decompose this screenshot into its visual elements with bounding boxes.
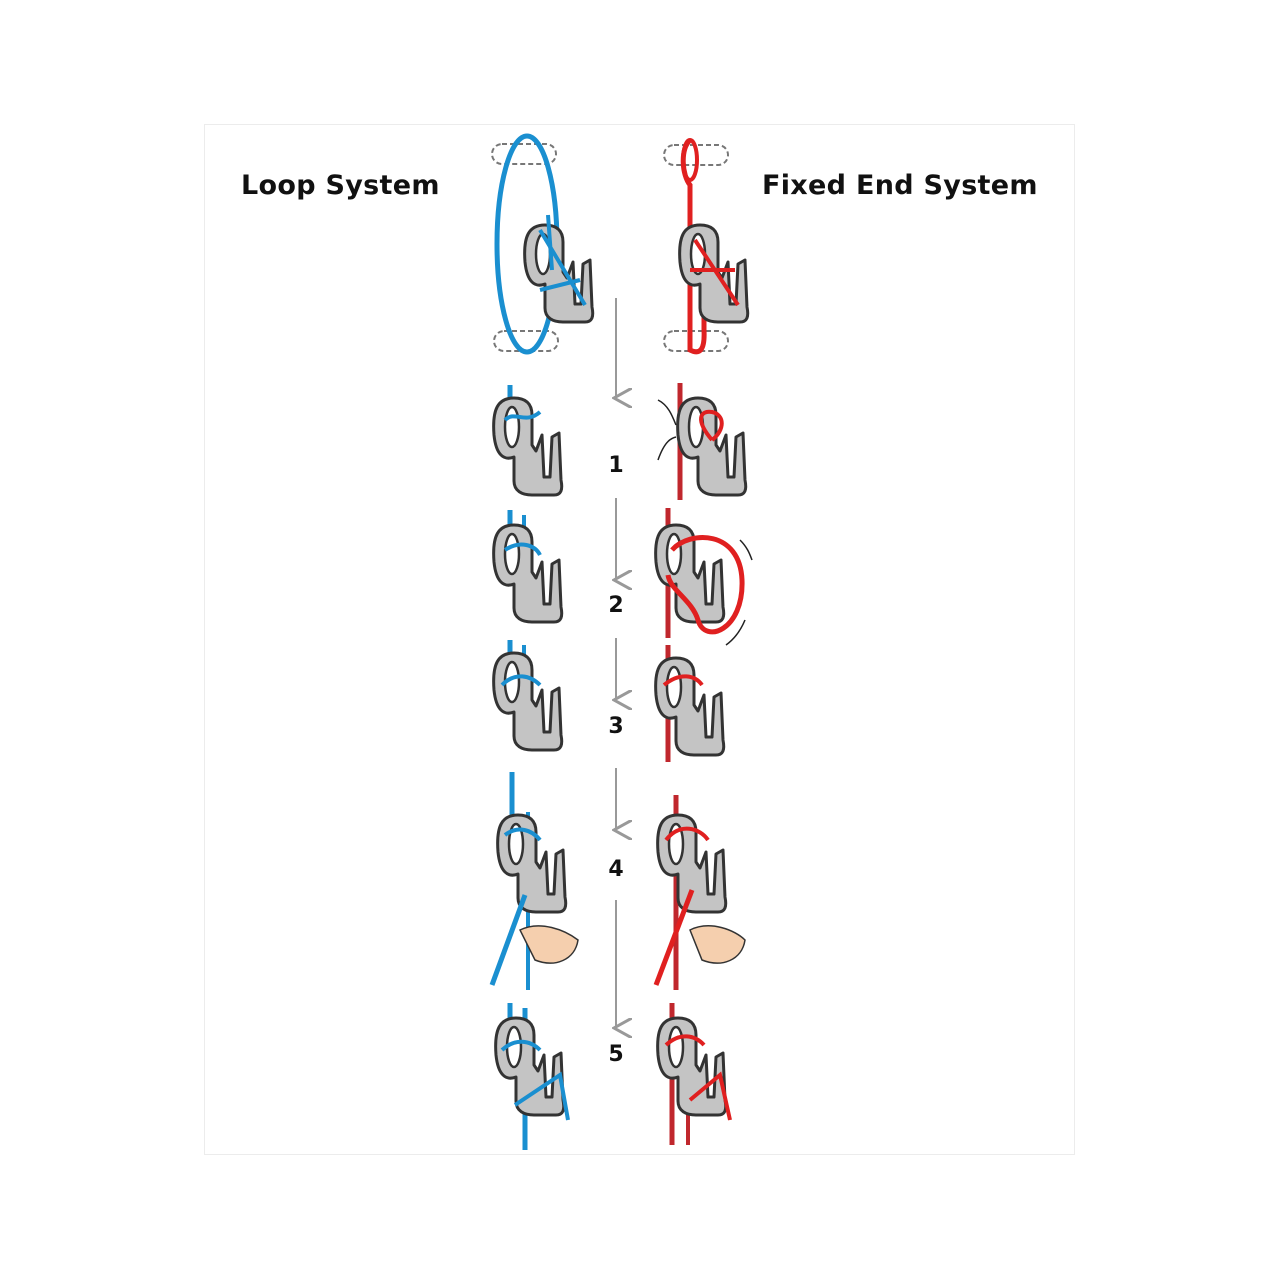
anchor-bottom-left-icon <box>493 330 559 352</box>
fixed-step-4 <box>653 795 746 990</box>
loop-system-overview <box>494 133 595 355</box>
fixed-step-5 <box>656 1003 732 1145</box>
anchor-bottom-right-icon <box>663 330 729 352</box>
step-number-4: 4 <box>608 857 624 882</box>
step-number-5: 5 <box>608 1042 624 1067</box>
fixed-end-system-title: Fixed End System <box>762 170 1038 201</box>
loop-step-4 <box>489 772 579 990</box>
diagram-frame <box>204 124 1075 1155</box>
fixed-end-system-overview <box>678 138 750 355</box>
loop-step-2 <box>492 510 564 624</box>
step-number-3: 3 <box>608 714 624 739</box>
loop-system-title: Loop System <box>241 170 440 201</box>
loop-step-5 <box>494 1003 570 1150</box>
fixed-step-2 <box>654 508 753 646</box>
anchor-top-left-icon <box>491 143 557 165</box>
loop-step-1 <box>492 385 564 497</box>
fixed-step-3 <box>654 645 726 762</box>
step-number-1: 1 <box>608 453 624 478</box>
fixed-step-1 <box>657 383 748 500</box>
loop-step-3 <box>492 640 564 752</box>
step-number-2: 2 <box>608 593 624 618</box>
